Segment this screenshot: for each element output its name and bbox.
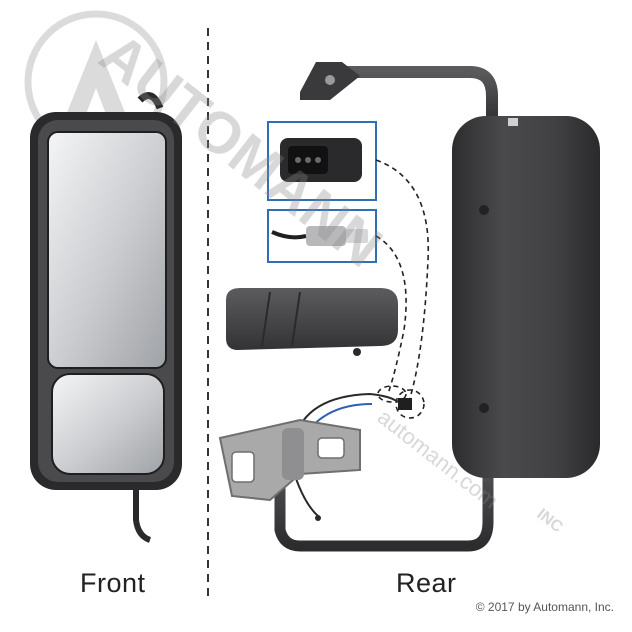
antenna-connector-inset	[267, 209, 377, 263]
callout-lines	[375, 159, 430, 419]
copyright-text: © 2017 by Automann, Inc.	[475, 600, 614, 614]
cover-part	[226, 288, 398, 356]
mounting-bracket	[218, 418, 361, 502]
svg-text:INC: INC	[534, 506, 567, 537]
rear-label: Rear	[396, 568, 457, 598]
front-label: Front	[80, 568, 146, 598]
rear-mirror-arm	[274, 62, 498, 552]
rear-mirror-housing	[452, 116, 600, 478]
front-mirror	[30, 92, 182, 543]
connector-inset	[267, 121, 377, 201]
